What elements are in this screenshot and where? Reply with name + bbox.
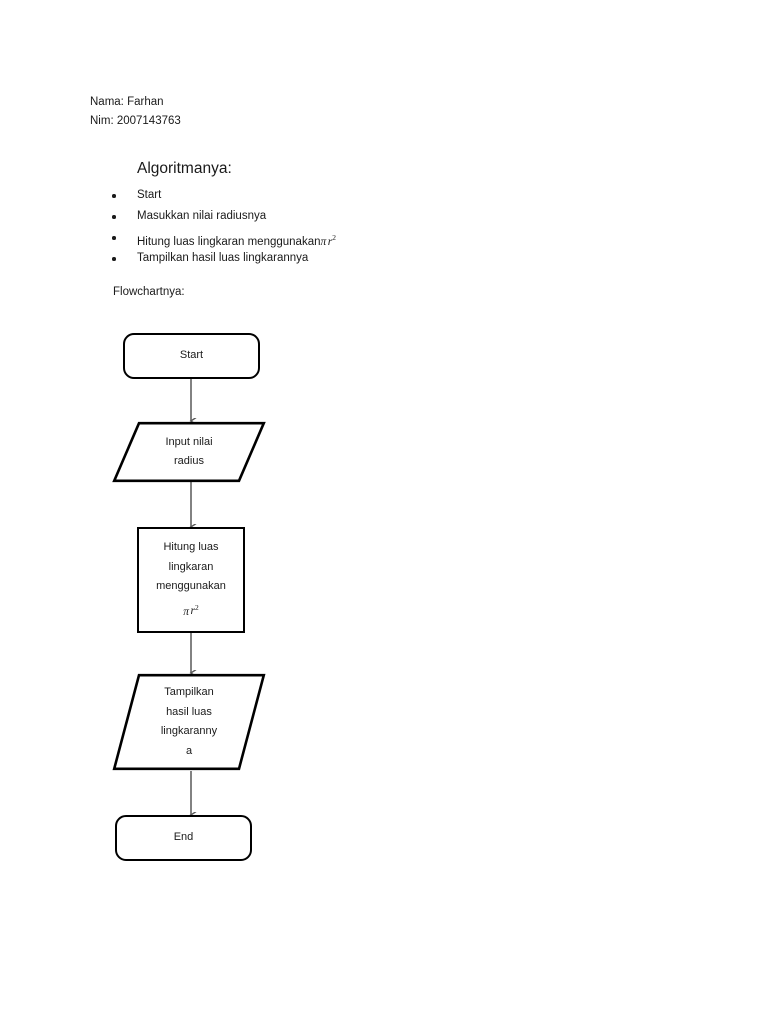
flowchart-node-end[interactable]: End bbox=[115, 815, 252, 861]
flowchart-node-start-label: Start bbox=[179, 349, 204, 362]
list-item: Masukkan nilai radiusnya bbox=[110, 206, 530, 227]
process-label-line-3: menggunakan bbox=[156, 580, 226, 593]
process-label-line-1: Hitung luas bbox=[163, 541, 219, 554]
flowchart-node-output-result-label: Tampilkan hasil luas lingkaranny a bbox=[146, 683, 232, 761]
output-label-line-3: lingkaranny bbox=[160, 725, 218, 737]
output-label-line-4: a bbox=[185, 744, 193, 757]
flowchart-node-end-label: End bbox=[173, 831, 194, 844]
algorithm-step-text: Start bbox=[137, 189, 162, 201]
list-item: Tampilkan hasil luas lingkarannya bbox=[110, 248, 530, 269]
process-label-line-2: lingkaran bbox=[168, 560, 214, 573]
flowchart-node-start[interactable]: Start bbox=[123, 333, 260, 379]
radius-symbol: r bbox=[327, 235, 333, 248]
student-name-line: Nama: Farhan bbox=[90, 96, 164, 108]
student-info-block: Nama: Farhan Nim: 2007143763 bbox=[90, 93, 181, 131]
bullet-marker-icon bbox=[112, 236, 116, 240]
parallelogram-shape-output bbox=[112, 673, 266, 771]
algorithm-step-text: Masukkan nilai radiusnya bbox=[137, 210, 267, 222]
bullet-marker-icon bbox=[112, 215, 116, 219]
list-item: Start bbox=[110, 185, 530, 206]
radius-symbol: r bbox=[190, 605, 195, 618]
algorithm-step-text: Tampilkan hasil luas lingkarannya bbox=[137, 252, 309, 264]
parallelogram-shape-input bbox=[112, 421, 266, 483]
exponent-two: 2 bbox=[195, 602, 199, 612]
flowchart-node-input-radius-label: Input nilai radius bbox=[146, 433, 232, 472]
bullet-marker-icon bbox=[112, 257, 116, 261]
input-label-line-1: Input nilai bbox=[165, 435, 213, 448]
pi-symbol: π bbox=[183, 605, 190, 618]
algorithm-step-list: Start Masukkan nilai radiusnya Hitung lu… bbox=[110, 185, 530, 269]
bullet-marker-icon bbox=[112, 194, 116, 198]
algorithm-heading: Algoritmanya: bbox=[137, 160, 232, 177]
student-nim-line: Nim: 2007143763 bbox=[90, 115, 181, 127]
flowchart-node-output-result[interactable]: Tampilkan hasil luas lingkaranny a bbox=[112, 673, 266, 771]
exponent-two: 2 bbox=[332, 233, 336, 242]
output-label-line-1: Tampilkan bbox=[164, 686, 214, 698]
pi-symbol: π bbox=[320, 235, 327, 248]
input-label-line-2: radius bbox=[174, 455, 204, 467]
flowchart-label: Flowchartnya: bbox=[113, 286, 185, 298]
flowchart-node-input-radius[interactable]: Input nilai radius bbox=[112, 421, 266, 483]
output-label-line-2: hasil luas bbox=[166, 705, 212, 718]
algorithm-step-label: Hitung luas lingkaran menggunakan bbox=[137, 235, 321, 248]
